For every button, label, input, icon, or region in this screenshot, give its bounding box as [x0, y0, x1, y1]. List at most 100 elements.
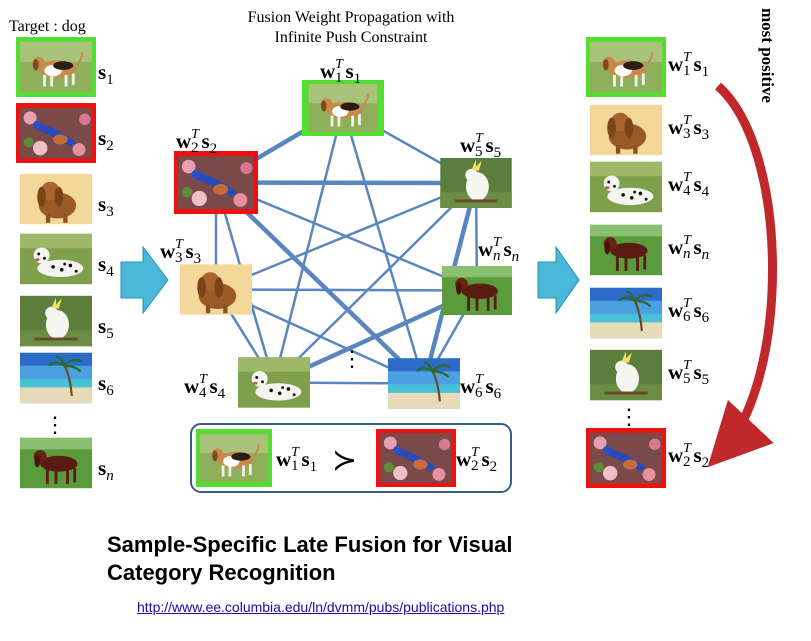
caption: Sample-Specific Late Fusion for Visual C…: [107, 531, 512, 587]
spaniel-photo: [180, 264, 252, 315]
beach-photo: [20, 352, 92, 404]
label-part-0: w: [668, 115, 684, 139]
label-part-3: s: [485, 133, 493, 157]
graph-edge: [213, 180, 479, 186]
succ-symbol: ≻: [332, 443, 357, 478]
label-part-4: 4: [218, 386, 226, 402]
left-item-5: [20, 295, 92, 347]
target-label: Target : dog: [9, 18, 86, 35]
ellipsis-graph: ⋮: [341, 346, 363, 371]
s-subscript: 1: [106, 72, 114, 88]
label-part-2: 4: [683, 183, 691, 199]
ellipsis-right: ⋮: [618, 404, 640, 429]
label-part-4: 2: [702, 455, 710, 471]
beagle-photo: [307, 84, 379, 132]
right-item-2: [586, 428, 666, 488]
label-part-4: 1: [310, 459, 318, 475]
left-item-2: [16, 103, 96, 163]
label-part-1: T: [199, 372, 208, 387]
label-part-2: n: [493, 248, 501, 264]
label-part-1: T: [683, 233, 692, 248]
left-label-s6: s6: [98, 371, 114, 399]
left-item-3: [20, 173, 92, 225]
caption-line2: Category Recognition: [107, 560, 336, 585]
label-part-0: w: [668, 52, 684, 76]
label-part-1: T: [683, 50, 692, 65]
label-part-0: w: [668, 172, 684, 196]
left-label-s1: s1: [98, 60, 114, 88]
cockatoo-photo: [590, 349, 662, 401]
graph-node-4: [238, 357, 310, 408]
s-subscript: 4: [106, 264, 114, 280]
label-part-0: w: [460, 374, 476, 398]
left-item-1: [16, 37, 96, 97]
label-part-2: 1: [683, 63, 691, 79]
beagle-photo: [20, 41, 92, 93]
label-part-4: 3: [702, 127, 710, 143]
label-part-2: 6: [475, 385, 483, 401]
label-part-2: 5: [475, 144, 483, 160]
right-item-5: [590, 349, 662, 401]
publications-link[interactable]: http://www.ee.columbia.edu/ln/dvmm/pubs/…: [137, 599, 505, 615]
label-part-3: s: [693, 298, 701, 322]
label-part-0: w: [320, 59, 336, 83]
label-part-2: 6: [683, 309, 691, 325]
cockatoo-photo: [440, 158, 512, 208]
graph-edge: [341, 106, 426, 385]
label-part-3: s: [693, 52, 701, 76]
left-label-s2: s2: [98, 126, 114, 154]
graph-node-6: [388, 357, 460, 410]
most-positive-label: most positive: [758, 8, 777, 103]
label-part-1: T: [475, 372, 484, 387]
label-part-1: T: [683, 113, 692, 128]
s-subscript: 3: [106, 204, 114, 220]
graph-node-2: [174, 151, 258, 214]
constraint-right-photo: [376, 429, 456, 487]
label-part-3: s: [693, 443, 701, 467]
left-label-s4: s4: [98, 252, 114, 280]
graph-edge: [214, 288, 479, 292]
label-part-1: T: [191, 127, 200, 142]
label-part-1: T: [471, 445, 480, 460]
graph-edge: [272, 106, 345, 384]
s-letter: s: [98, 192, 106, 216]
right-arrow-left: [120, 245, 169, 315]
spaniel-photo: [20, 173, 92, 225]
label-part-4: 1: [702, 64, 710, 80]
label-part-4: 5: [702, 372, 710, 388]
bird-photo: [380, 433, 452, 483]
right-item-6: [590, 287, 662, 339]
label-part-3: s: [485, 374, 493, 398]
label-part-0: w: [668, 443, 684, 467]
cockatoo-photo: [20, 295, 92, 347]
s-letter: s: [98, 126, 106, 150]
label-part-2: 3: [175, 250, 183, 266]
graph-edge: [214, 181, 478, 291]
constraint-box: [190, 423, 512, 493]
s-subscript: 6: [106, 383, 114, 399]
label-part-2: 2: [191, 140, 199, 156]
center-title-line1: Fusion Weight Propagation with: [248, 9, 455, 26]
label-part-2: n: [683, 246, 691, 262]
label-part-1: T: [683, 441, 692, 456]
label-part-2: 2: [683, 454, 691, 470]
s-letter: s: [98, 371, 106, 395]
label-part-4: 1: [354, 71, 362, 87]
dalmatian-photo: [238, 357, 310, 408]
label-part-3: s: [481, 447, 489, 471]
label-part-0: w: [478, 237, 494, 261]
label-part-4: 2: [490, 459, 498, 475]
left-label-s5: s5: [98, 314, 114, 342]
